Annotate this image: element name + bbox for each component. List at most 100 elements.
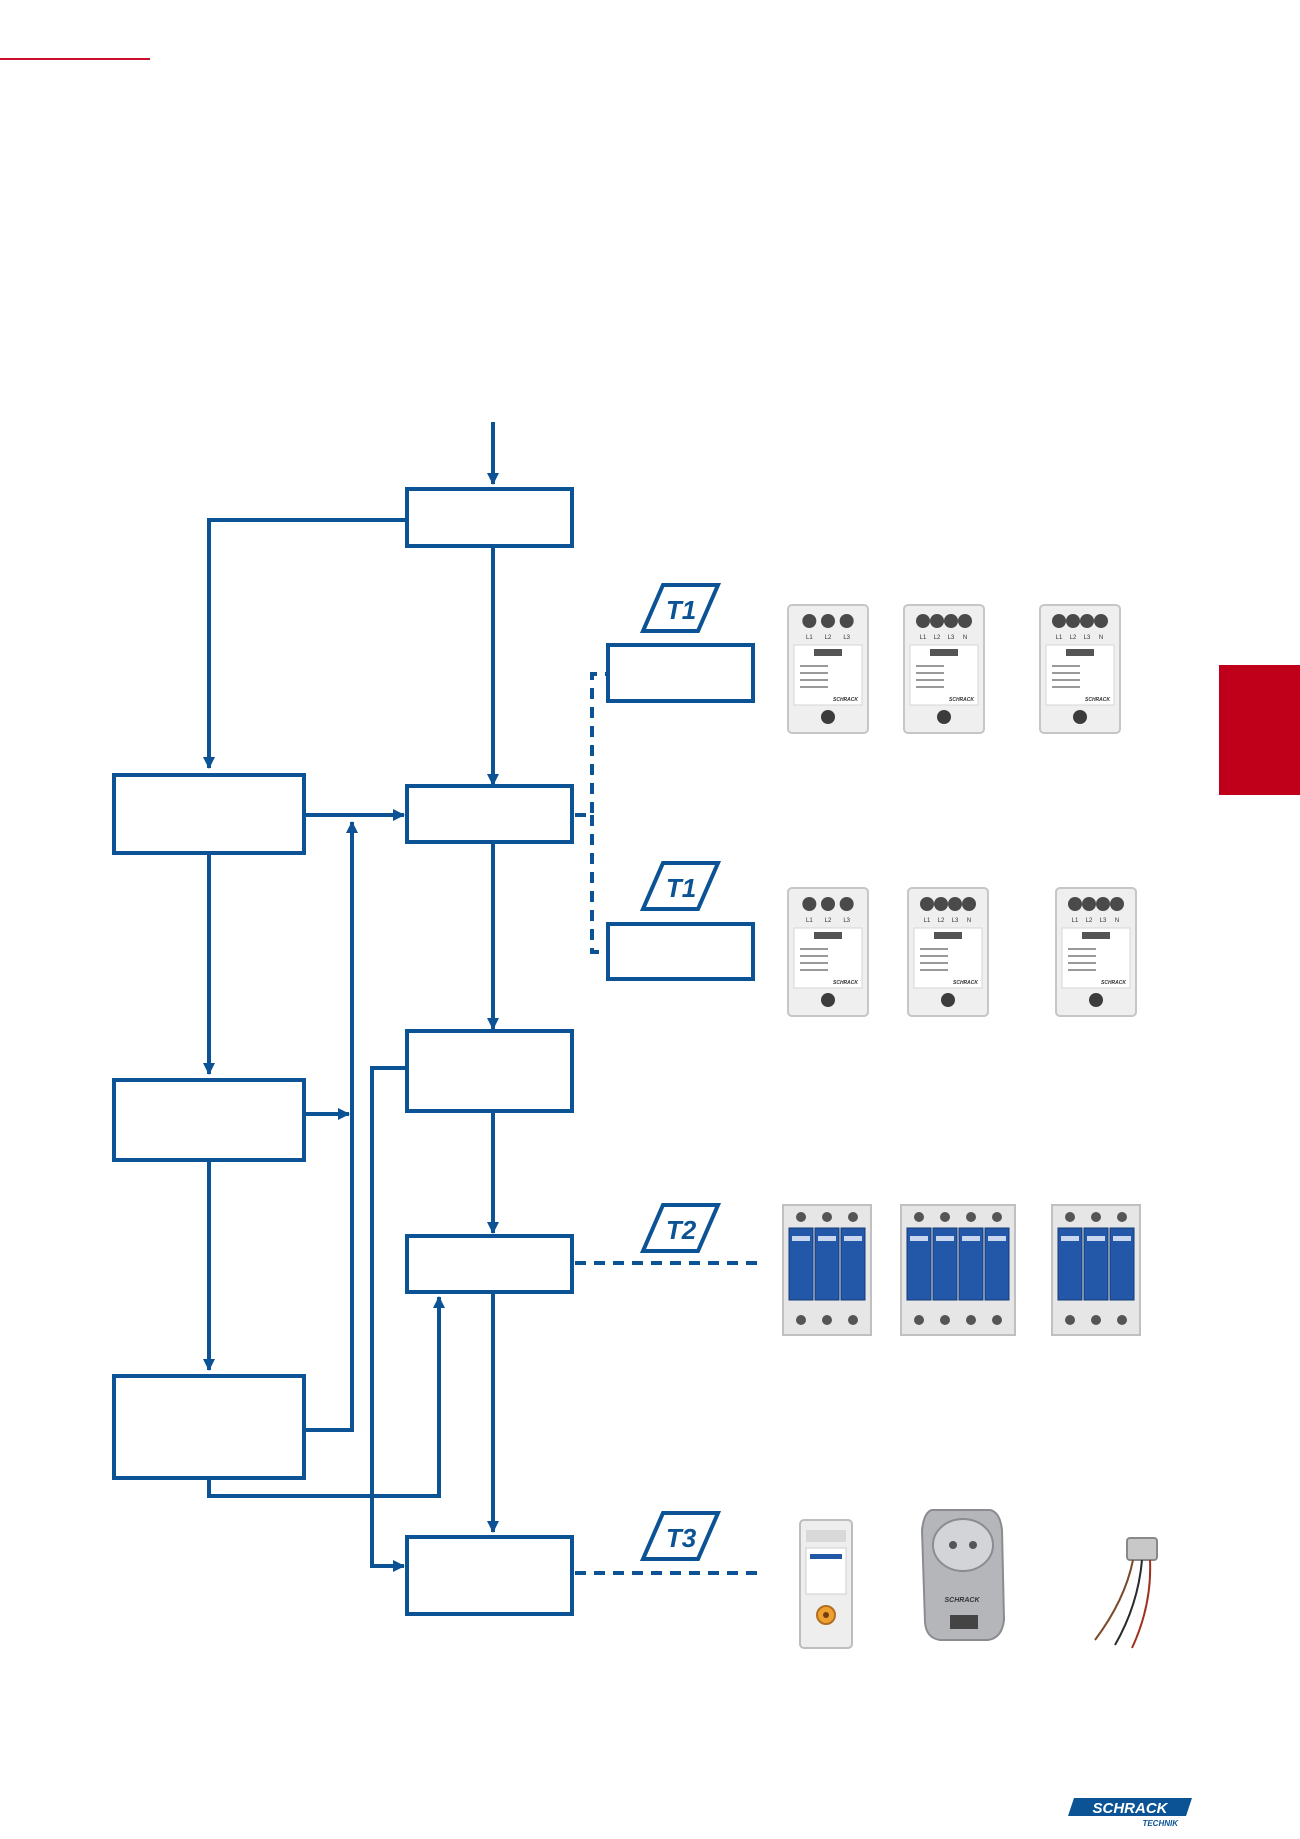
terminal-screw: [1082, 897, 1096, 911]
terminal-screw: [796, 1212, 806, 1222]
terminal-label: L3: [843, 635, 850, 641]
terminal-screw: [821, 710, 835, 724]
terminal-screw: [1117, 1315, 1127, 1325]
box-center-4: [405, 1234, 574, 1294]
terminal-label: L3: [1084, 635, 1091, 641]
terminal-screw: [1089, 993, 1103, 1007]
terminal-screw: [958, 614, 972, 628]
product-t3-wire-module: [1094, 1537, 1158, 1649]
terminal-screw: [966, 1212, 976, 1222]
badge-t1-lower-label: T1: [666, 873, 696, 903]
t2-device: [782, 1204, 872, 1336]
terminal-screw: [940, 1315, 950, 1325]
box-left-1: [112, 773, 306, 855]
terminal-screw: [937, 710, 951, 724]
terminal-screw: [821, 614, 835, 628]
terminal-label: N: [963, 635, 967, 641]
terminal-label: L1: [1072, 918, 1079, 924]
flow-boxes: [112, 487, 755, 1616]
t1-device: L1 L2 L3 N SCHRACK: [1039, 604, 1121, 734]
terminal-screw: [796, 1315, 806, 1325]
terminal-screw: [848, 1212, 858, 1222]
terminal-screw: [848, 1315, 858, 1325]
box-center-2: [405, 784, 574, 844]
terminal-label: L1: [806, 635, 813, 641]
terminal-screw: [1080, 614, 1094, 628]
terminal-screw: [940, 1212, 950, 1222]
connector-center3-loop: [370, 1066, 407, 1572]
badge-t1-upper-label: T1: [666, 595, 696, 625]
terminal-screw: [1066, 614, 1080, 628]
terminal-screw: [914, 1315, 924, 1325]
terminal-label: L2: [938, 918, 945, 924]
terminal-label: L2: [934, 635, 941, 641]
badge-t3-label: T3: [666, 1523, 697, 1553]
box-top: [405, 487, 574, 548]
terminal-screw: [839, 897, 854, 911]
terminal-screw: [948, 897, 962, 911]
terminal-label: L2: [1070, 635, 1077, 641]
terminal-screw: [1110, 897, 1124, 911]
box-t1-lower: [606, 922, 755, 981]
terminal-screw: [1065, 1212, 1075, 1222]
terminal-screw: [962, 897, 976, 911]
terminal-label: L1: [806, 918, 813, 924]
terminal-screw: [821, 993, 835, 1007]
terminal-screw: [822, 1315, 832, 1325]
terminal-label: L2: [825, 635, 832, 641]
box-left-3: [112, 1374, 306, 1480]
terminal-label: N: [1099, 635, 1103, 641]
dashed-center2-t1-upper: [575, 672, 607, 817]
device-brand-mark: SCHRACK: [949, 697, 974, 703]
product-t3-plug-socket: SCHRACK: [920, 1509, 1006, 1641]
terminal-screw: [916, 614, 930, 628]
terminal-label: L3: [948, 635, 955, 641]
terminal-screw: [1065, 1315, 1075, 1325]
logo-sub: TECHNIK: [1142, 1819, 1179, 1828]
logo-brand: SCHRACK: [1093, 1800, 1169, 1817]
terminal-label: L1: [924, 918, 931, 924]
terminal-label: N: [967, 918, 971, 924]
terminal-screw: [1117, 1212, 1127, 1222]
connector-left3-bus: [305, 821, 358, 1432]
terminal-screw: [839, 614, 854, 628]
terminal-screw: [1091, 1212, 1101, 1222]
badge-t3: T3: [639, 1511, 722, 1561]
device-brand-mark: SCHRACK: [1085, 697, 1110, 703]
terminal-screw: [920, 897, 934, 911]
terminal-screw: [1094, 614, 1108, 628]
terminal-screw: [822, 1212, 832, 1222]
box-left-2: [112, 1078, 306, 1162]
terminal-label: L2: [1086, 918, 1093, 924]
terminal-screw: [802, 897, 817, 911]
terminal-screw: [941, 993, 955, 1007]
dashed-center2-t1-lower: [590, 815, 607, 954]
terminal-screw: [944, 614, 958, 628]
terminal-screw: [1073, 710, 1087, 724]
terminal-screw: [821, 897, 835, 911]
terminal-screw: [914, 1212, 924, 1222]
terminal-screw: [992, 1315, 1002, 1325]
terminal-label: L1: [1056, 635, 1063, 641]
terminal-screw: [1096, 897, 1110, 911]
terminal-label: L3: [843, 918, 850, 924]
chapter-side-tab: [1219, 665, 1300, 795]
device-brand-mark: SCHRACK: [833, 697, 858, 703]
box-center-5: [405, 1535, 574, 1616]
device-brand-mark: SCHRACK: [1101, 980, 1126, 986]
badge-t1-upper: T1: [639, 583, 722, 633]
flow-connectors: [203, 422, 499, 1572]
box-t1-upper: [606, 643, 755, 703]
badge-t2: T2: [639, 1203, 722, 1253]
device-brand-mark: SCHRACK: [833, 980, 858, 986]
terminal-screw: [966, 1315, 976, 1325]
terminal-screw: [1052, 614, 1066, 628]
t2-device: [1051, 1204, 1141, 1336]
